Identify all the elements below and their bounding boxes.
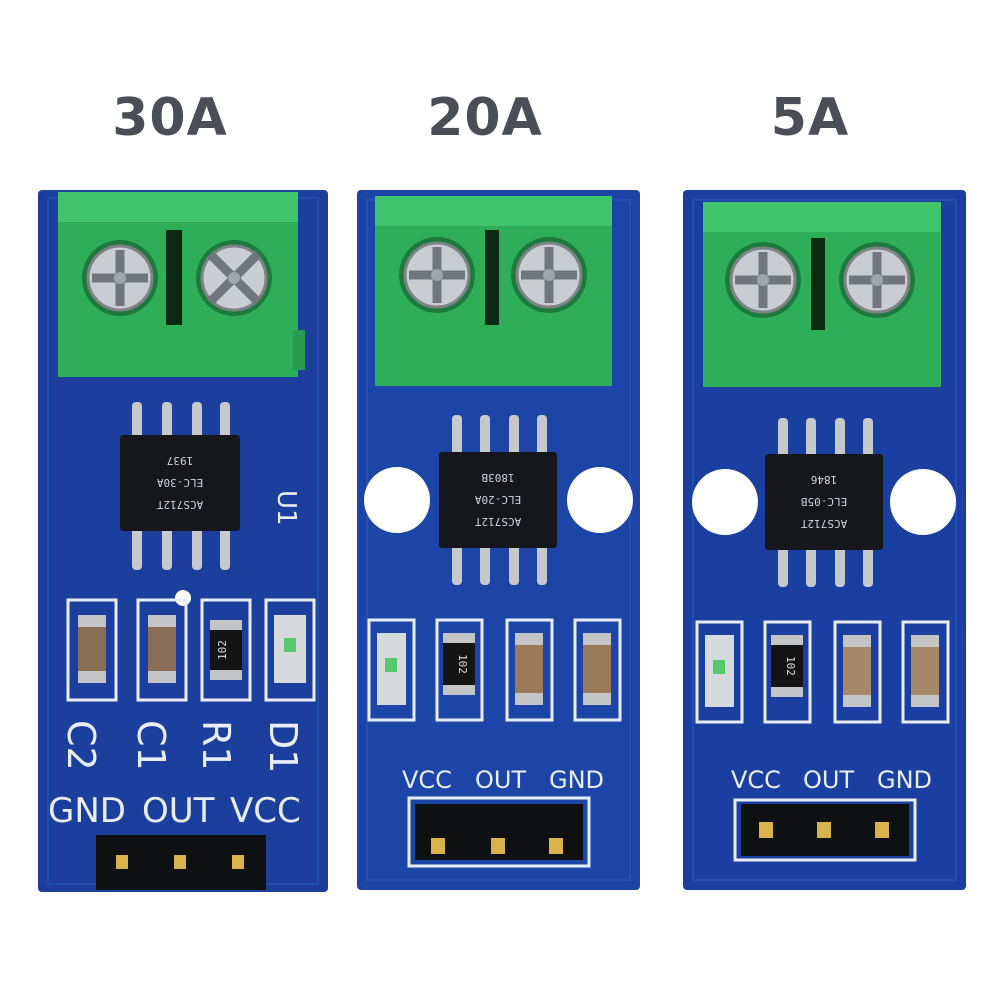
chip-marking-line1: ACS712T bbox=[474, 515, 521, 528]
mounting-hole bbox=[567, 467, 633, 533]
chip-marking-line1: ACS712T bbox=[156, 498, 203, 511]
mounting-hole bbox=[692, 469, 758, 535]
label-r1: R1 bbox=[194, 720, 238, 771]
mounting-hole bbox=[364, 467, 430, 533]
chip-marking-line2: ELC-30A bbox=[156, 476, 203, 489]
chip-marking-line3: 1937 bbox=[167, 454, 194, 467]
board-20a-title: 20A bbox=[427, 88, 543, 148]
pin-header bbox=[733, 798, 917, 862]
pin-header bbox=[407, 796, 591, 868]
board-20a: ACS712T ELC-20A 1803B 102 VCC OUT GND bbox=[357, 190, 640, 890]
board-5a-title: 5A bbox=[770, 88, 850, 148]
pin-label-gnd: GND bbox=[877, 766, 932, 794]
ref-u1: U1 bbox=[271, 490, 301, 526]
pin-label-vcc: VCC bbox=[402, 766, 452, 794]
chip-marking-line1: ACS712T bbox=[800, 517, 847, 530]
component-row: 102 bbox=[695, 620, 950, 724]
chip-marking-line3: 1803B bbox=[481, 471, 514, 484]
chip-marking-line2: ELC-05B bbox=[800, 495, 847, 508]
component-row: 102 bbox=[367, 618, 622, 722]
acs712-chip: ACS712T ELC-20A 1803B bbox=[439, 415, 557, 585]
screw-icon bbox=[82, 240, 158, 316]
board-30a: ACS712T ELC-30A 1937 U1 102 C2 C1 R1 D1 … bbox=[38, 190, 328, 892]
acs712-chip: ACS712T ELC-05B 1846 bbox=[765, 418, 883, 587]
mounting-hole bbox=[890, 469, 956, 535]
resistor-code: 102 bbox=[784, 656, 797, 676]
acs712-chip: ACS712T ELC-30A 1937 bbox=[120, 402, 240, 570]
pin-label-out: OUT bbox=[475, 766, 526, 794]
label-c1: C1 bbox=[129, 720, 173, 771]
screw-terminal bbox=[58, 192, 305, 377]
board-5a: ACS712T ELC-05B 1846 102 VCC OUT GND bbox=[683, 190, 966, 890]
chip-marking-line3: 1846 bbox=[811, 473, 838, 486]
component-row: 102 bbox=[66, 598, 316, 702]
pin-label-out: OUT bbox=[803, 766, 854, 794]
screw-terminal bbox=[703, 202, 941, 387]
pin-label-gnd: GND bbox=[549, 766, 604, 794]
label-d1: D1 bbox=[261, 720, 305, 773]
pin-label-out: OUT bbox=[142, 791, 215, 831]
screw-icon bbox=[399, 237, 475, 313]
screw-icon bbox=[839, 242, 915, 318]
label-c2: C2 bbox=[59, 720, 103, 771]
chip-marking-line2: ELC-20A bbox=[474, 493, 521, 506]
pin-label-gnd: GND bbox=[48, 791, 126, 831]
resistor-code: 102 bbox=[216, 640, 229, 660]
board-30a-title: 30A bbox=[112, 88, 228, 148]
screw-icon bbox=[511, 237, 587, 313]
screw-icon bbox=[725, 242, 801, 318]
screw-icon bbox=[196, 240, 272, 316]
pin-header bbox=[96, 835, 266, 890]
resistor-code: 102 bbox=[456, 654, 469, 674]
screw-terminal bbox=[375, 196, 612, 386]
pin-label-vcc: VCC bbox=[731, 766, 781, 794]
pin-label-vcc: VCC bbox=[230, 791, 301, 831]
